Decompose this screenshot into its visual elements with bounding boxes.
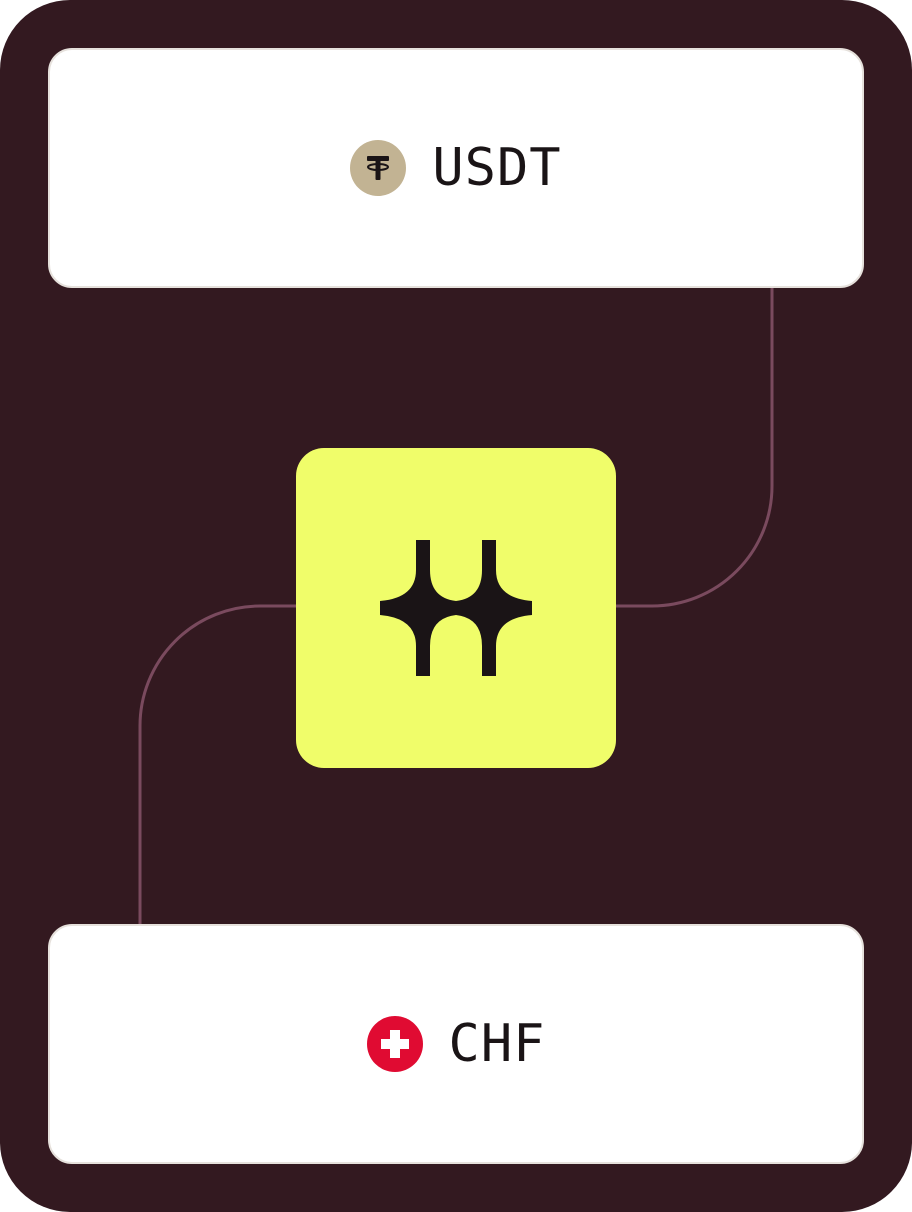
destination-currency-card: CHF [48, 924, 864, 1164]
connector-source-to-hub [616, 288, 774, 608]
source-currency-label: USDT [432, 138, 562, 198]
exchange-hub [296, 448, 616, 768]
swiss-flag-icon [366, 1016, 423, 1072]
source-currency-card: USDT [48, 48, 864, 288]
exchange-logo-icon [380, 540, 532, 676]
tether-coin-icon [350, 140, 407, 196]
destination-currency-label: CHF [448, 1014, 546, 1074]
connector-hub-to-destination [138, 604, 296, 924]
